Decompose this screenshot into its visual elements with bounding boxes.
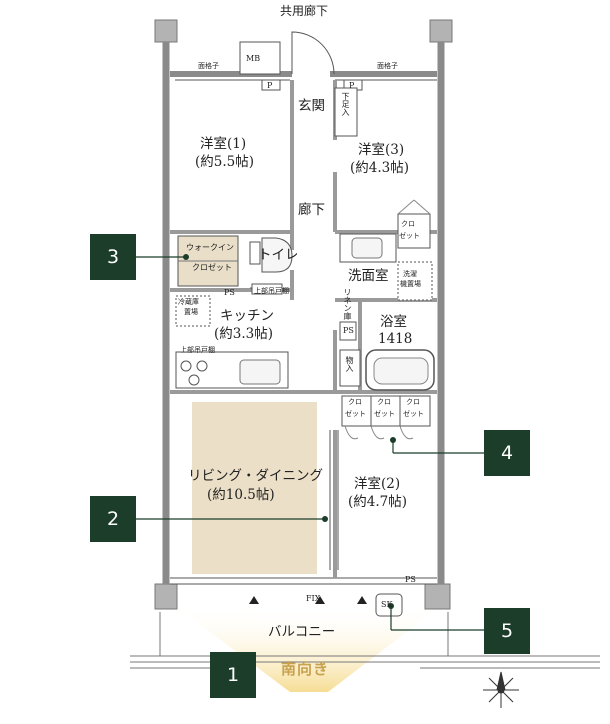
marker-4: 4	[484, 430, 530, 476]
western1-name: 洋室(1)	[200, 136, 247, 152]
kitchen-name: キッチン	[220, 308, 274, 324]
stove	[180, 360, 208, 386]
hallway-label: 廊下	[298, 202, 325, 218]
grille-label-right: 面格子	[377, 62, 398, 70]
western3-name: 洋室(3)	[358, 142, 405, 158]
fridge-place	[175, 295, 211, 327]
bedroom2-closets	[341, 395, 431, 427]
storage-label: 物入	[345, 356, 354, 372]
shoe-cabinet	[334, 87, 358, 137]
corridor-label: 共用廊下	[280, 4, 329, 18]
entrance-door	[291, 31, 335, 75]
living-floor	[192, 402, 317, 574]
upper-cabinet-label-toilet: 上部吊戸棚	[254, 287, 289, 295]
washer-label-2: 機置場	[400, 280, 421, 288]
western2-size: (約4.7帖)	[348, 494, 408, 510]
western3-size: (約4.3帖)	[350, 160, 410, 176]
washer-place	[397, 261, 433, 301]
shoe-cabinet-label: 下足入	[341, 92, 350, 116]
bath-name: 浴室	[380, 314, 407, 330]
leader-lines	[136, 256, 486, 631]
walkin-label-2: クロゼット	[192, 263, 232, 272]
marker-3: 3	[90, 234, 136, 280]
p-label-left: P	[267, 81, 273, 90]
washer-label-1: 洗濯	[403, 270, 417, 278]
closet-wash-1: クロ	[401, 220, 415, 228]
closet-b-2: ゼット	[374, 410, 395, 418]
compass-icon	[483, 671, 519, 708]
meter-box	[239, 41, 281, 75]
closet-a-1: クロ	[348, 398, 362, 406]
balcony-label: バルコニー	[268, 624, 336, 640]
closet-c-2: ゼット	[403, 410, 424, 418]
sk-label: SK	[381, 600, 393, 609]
walkin-label-1: ウォークイン	[186, 243, 234, 252]
grille-label-left: 面格子	[198, 62, 219, 70]
bath-size: 1418	[378, 331, 413, 347]
balcony-railing	[130, 612, 600, 669]
ps-label-bath: PS	[343, 326, 354, 335]
toilet-fixture	[249, 237, 293, 273]
closet-wash-2: ゼット	[399, 232, 420, 240]
p-label-right: P	[349, 81, 355, 90]
linen-label: リネン庫	[343, 288, 352, 320]
fridge-label-1: 冷蔵庫	[178, 298, 199, 306]
toilet-label: トイレ	[258, 247, 299, 263]
south-facing-label: 南向き	[281, 660, 330, 678]
marker-2: 2	[90, 496, 136, 542]
washroom-label: 洗面室	[348, 268, 389, 284]
entrance-label: 玄関	[298, 98, 325, 114]
kitchen-size: (約3.3帖)	[214, 326, 274, 342]
closet-a-2: ゼット	[345, 410, 366, 418]
fridge-label-2: 置場	[184, 308, 198, 316]
ps-label-toilet: PS	[224, 288, 235, 297]
marker-5: 5	[484, 608, 530, 654]
living-size: (約10.5帖)	[207, 487, 275, 503]
exterior-walls	[162, 42, 445, 584]
closet-b-1: クロ	[377, 398, 391, 406]
ps-label-balcony: PS	[405, 575, 416, 584]
upper-cabinet-label-kitchen: 上部吊戸棚	[180, 346, 215, 354]
western2-name: 洋室(2)	[354, 476, 401, 492]
south-light-cone	[178, 608, 438, 692]
closet-c-1: クロ	[406, 398, 420, 406]
living-name: リビング・ダイニング	[188, 468, 323, 484]
mb-label: MB	[246, 54, 261, 63]
western1-size: (約5.5帖)	[195, 154, 255, 170]
marker-1: 1	[210, 652, 256, 698]
fix-label: FIX	[306, 594, 321, 603]
